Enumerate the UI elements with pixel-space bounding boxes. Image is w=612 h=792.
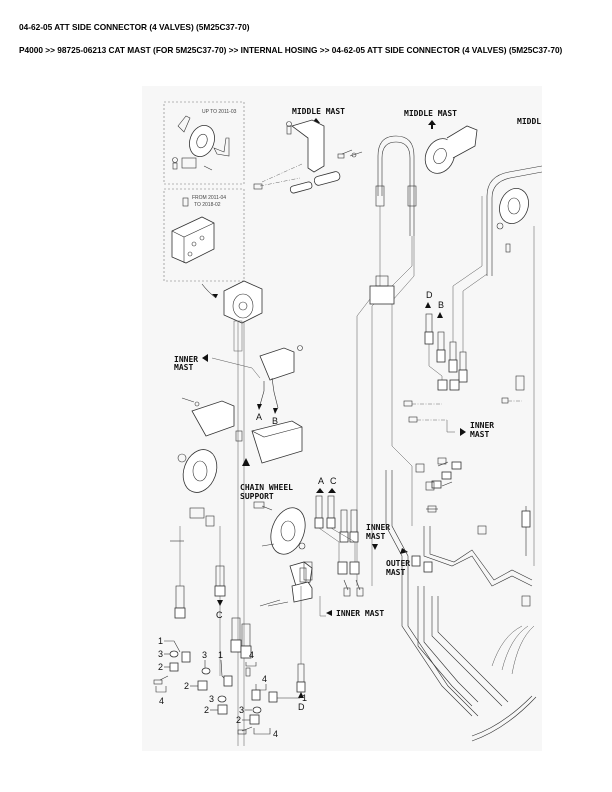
label-middle-mast-1: MIDDLE MAST — [292, 107, 345, 116]
inner-mast-bracket-left: INNER MAST A B — [174, 345, 303, 426]
label-outer-mast-2: MAST — [386, 568, 405, 577]
port-letter-b-right: B — [438, 300, 444, 310]
callout-3c: 3 — [209, 694, 214, 704]
exploded-view-drawing: UP TO 2011-03 FROM 2011-04 TO 2018-02 MI… — [153, 101, 542, 746]
fittings-a-c: A C — [314, 476, 364, 597]
inset-2011-2018: FROM 2011-04 TO 2018-02 — [163, 188, 245, 282]
parts-diagram: UP TO 2011-03 FROM 2011-04 TO 2018-02 MI… — [142, 86, 542, 751]
label-inner-mast-left-1: INNER — [174, 355, 198, 364]
center-hose-loop — [356, 135, 417, 586]
label-inner-mast-right-1: INNER — [470, 421, 494, 430]
fittings-d-b: D B INNER MAST — [403, 196, 494, 439]
transition-arrow — [201, 283, 217, 299]
callout-4d: 4 — [262, 674, 267, 684]
callout-3b: 3 — [202, 650, 207, 660]
left-mid-brackets — [181, 397, 303, 464]
inset-bottom-label-1: FROM 2011-04 — [192, 195, 226, 201]
inset-up-to-2011: UP TO 2011-03 — [163, 101, 245, 185]
chain-wheel-support: CHAIN WHEEL SUPPORT — [170, 449, 293, 542]
callout-4: 4 — [159, 696, 164, 706]
label-chain-wheel-2: SUPPORT — [240, 492, 274, 501]
center-mast-labels: INNER MAST OUTER MAST — [366, 523, 410, 577]
callout-3: 3 — [158, 649, 163, 659]
callout-2c: 2 — [204, 705, 209, 715]
port-letter-c-bottom: C — [216, 610, 223, 620]
label-inner-mast-left-2: MAST — [174, 363, 193, 372]
label-inner-mast-right-2: MAST — [470, 430, 489, 439]
top-pulley-assembly — [223, 280, 263, 746]
middle-mast-bracket-2: MIDDLE MAST — [404, 109, 478, 174]
callout-1: 1 — [158, 636, 163, 646]
port-letter-b-top: B — [272, 416, 278, 426]
port-letter-c-mid: C — [330, 476, 337, 486]
port-letter-a-mid: A — [318, 476, 324, 486]
left-column-hoses: C — [174, 526, 252, 676]
callout-2: 2 — [158, 662, 163, 672]
lower-hose-bundle — [385, 461, 537, 742]
callout-group-1: 1 3 2 4 — [153, 636, 191, 706]
label-outer-mast-1: OUTER — [386, 559, 410, 568]
inset-top-label: UP TO 2011-03 — [202, 109, 237, 115]
callout-group-3: 1 4 4 3 2 — [204, 650, 267, 715]
label-middle-mast-2: MIDDLE MAST — [404, 109, 457, 118]
callout-group-4: 3 1 2 4 — [236, 691, 307, 739]
callout-1d: 1 — [302, 693, 307, 703]
callout-4c: 4 — [249, 650, 254, 660]
right-side-bracket — [501, 375, 525, 404]
middle-mast-bracket-1: MIDDLE MAST — [261, 107, 363, 194]
port-letter-d-right: D — [426, 290, 433, 300]
callout-1c: 1 — [218, 650, 223, 660]
bottom-inner-mast-bracket: INNER MAST D — [267, 561, 384, 712]
callout-2d: 2 — [236, 715, 241, 725]
port-letter-d-bottom: D — [298, 702, 305, 712]
page-title: 04-62-05 ATT SIDE CONNECTOR (4 VALVES) (… — [19, 22, 250, 32]
breadcrumb: P4000 >> 98725-06213 CAT MAST (FOR 5M25C… — [19, 45, 563, 55]
callout-3d: 3 — [239, 705, 244, 715]
right-pulley — [486, 165, 542, 566]
misc-bolts — [253, 149, 453, 547]
label-middle-mast-3: MIDDL — [517, 117, 541, 126]
callout-4e: 4 — [273, 729, 278, 739]
port-letter-a-top: A — [256, 412, 262, 422]
label-inner-mast-center-1: INNER — [366, 523, 390, 532]
label-inner-mast-center-2: MAST — [366, 532, 385, 541]
callout-group-2: 3 2 — [184, 650, 211, 691]
label-chain-wheel-1: CHAIN WHEEL — [240, 483, 293, 492]
inset-bottom-label-2: TO 2018-02 — [194, 202, 221, 208]
callout-2b: 2 — [184, 681, 189, 691]
label-inner-mast-bottom: INNER MAST — [336, 609, 384, 618]
